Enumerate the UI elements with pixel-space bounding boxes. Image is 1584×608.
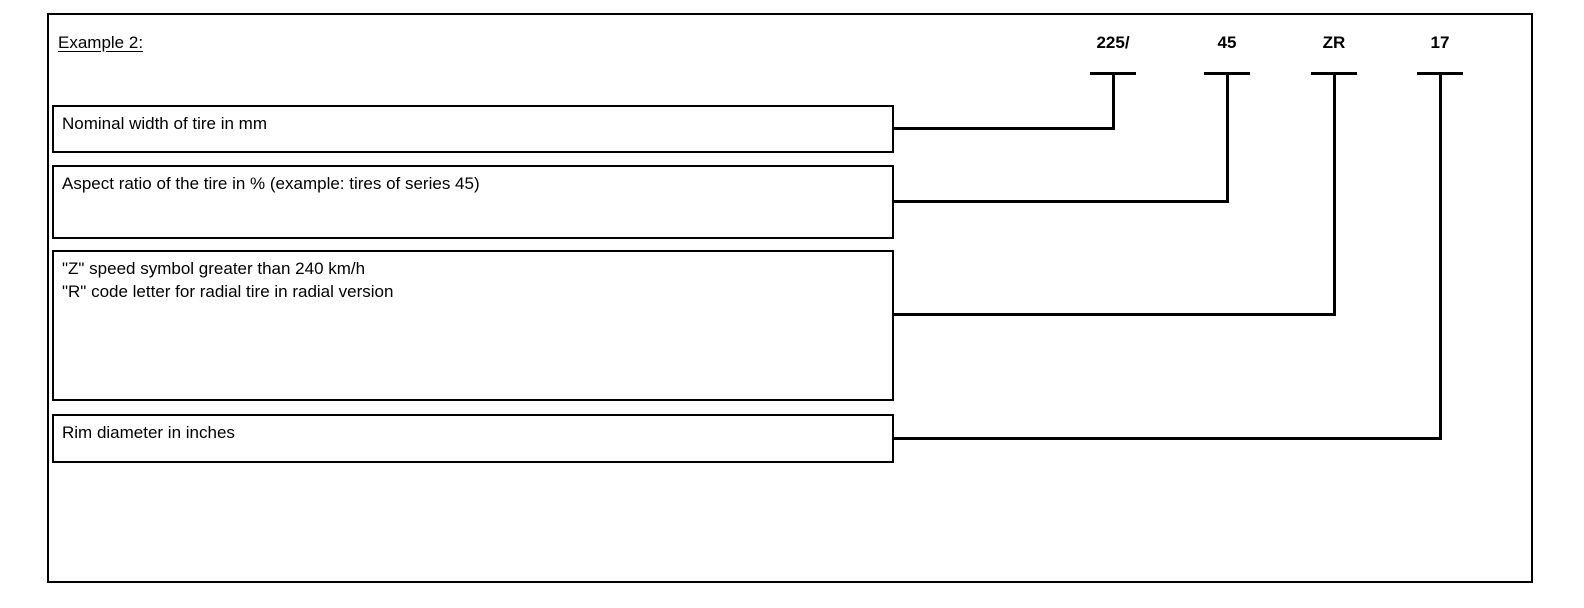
code-label-aspect-ratio: 45 [1217, 33, 1237, 52]
description-box-nominal-width: Nominal width of tire in mm [52, 105, 894, 153]
description-box-rim-diameter: Rim diameter in inches [52, 414, 894, 463]
leader-vertical-aspect-ratio [1226, 72, 1229, 203]
description-text-speed-radial: "Z" speed symbol greater than 240 km/h "… [62, 259, 394, 301]
leader-horizontal-aspect-ratio [894, 200, 1229, 203]
code-label-rim-diameter: 17 [1430, 33, 1450, 52]
leader-vertical-rim-diameter [1439, 72, 1442, 440]
leader-horizontal-nominal-width [894, 127, 1115, 130]
description-text-aspect-ratio: Aspect ratio of the tire in % (example: … [62, 174, 480, 193]
description-box-speed-radial: "Z" speed symbol greater than 240 km/h "… [52, 250, 894, 401]
leader-vertical-speed-radial [1333, 72, 1336, 316]
figure-outer-frame [47, 13, 1533, 583]
code-label-speed-radial: ZR [1322, 33, 1346, 52]
leader-vertical-nominal-width [1112, 72, 1115, 130]
leader-horizontal-speed-radial [894, 313, 1336, 316]
description-text-rim-diameter: Rim diameter in inches [62, 423, 235, 442]
code-label-nominal-width: 225/ [1096, 33, 1130, 52]
page-title: Example 2: [58, 33, 144, 52]
description-box-aspect-ratio: Aspect ratio of the tire in % (example: … [52, 165, 894, 239]
description-text-nominal-width: Nominal width of tire in mm [62, 114, 268, 133]
leader-horizontal-rim-diameter [894, 437, 1442, 440]
